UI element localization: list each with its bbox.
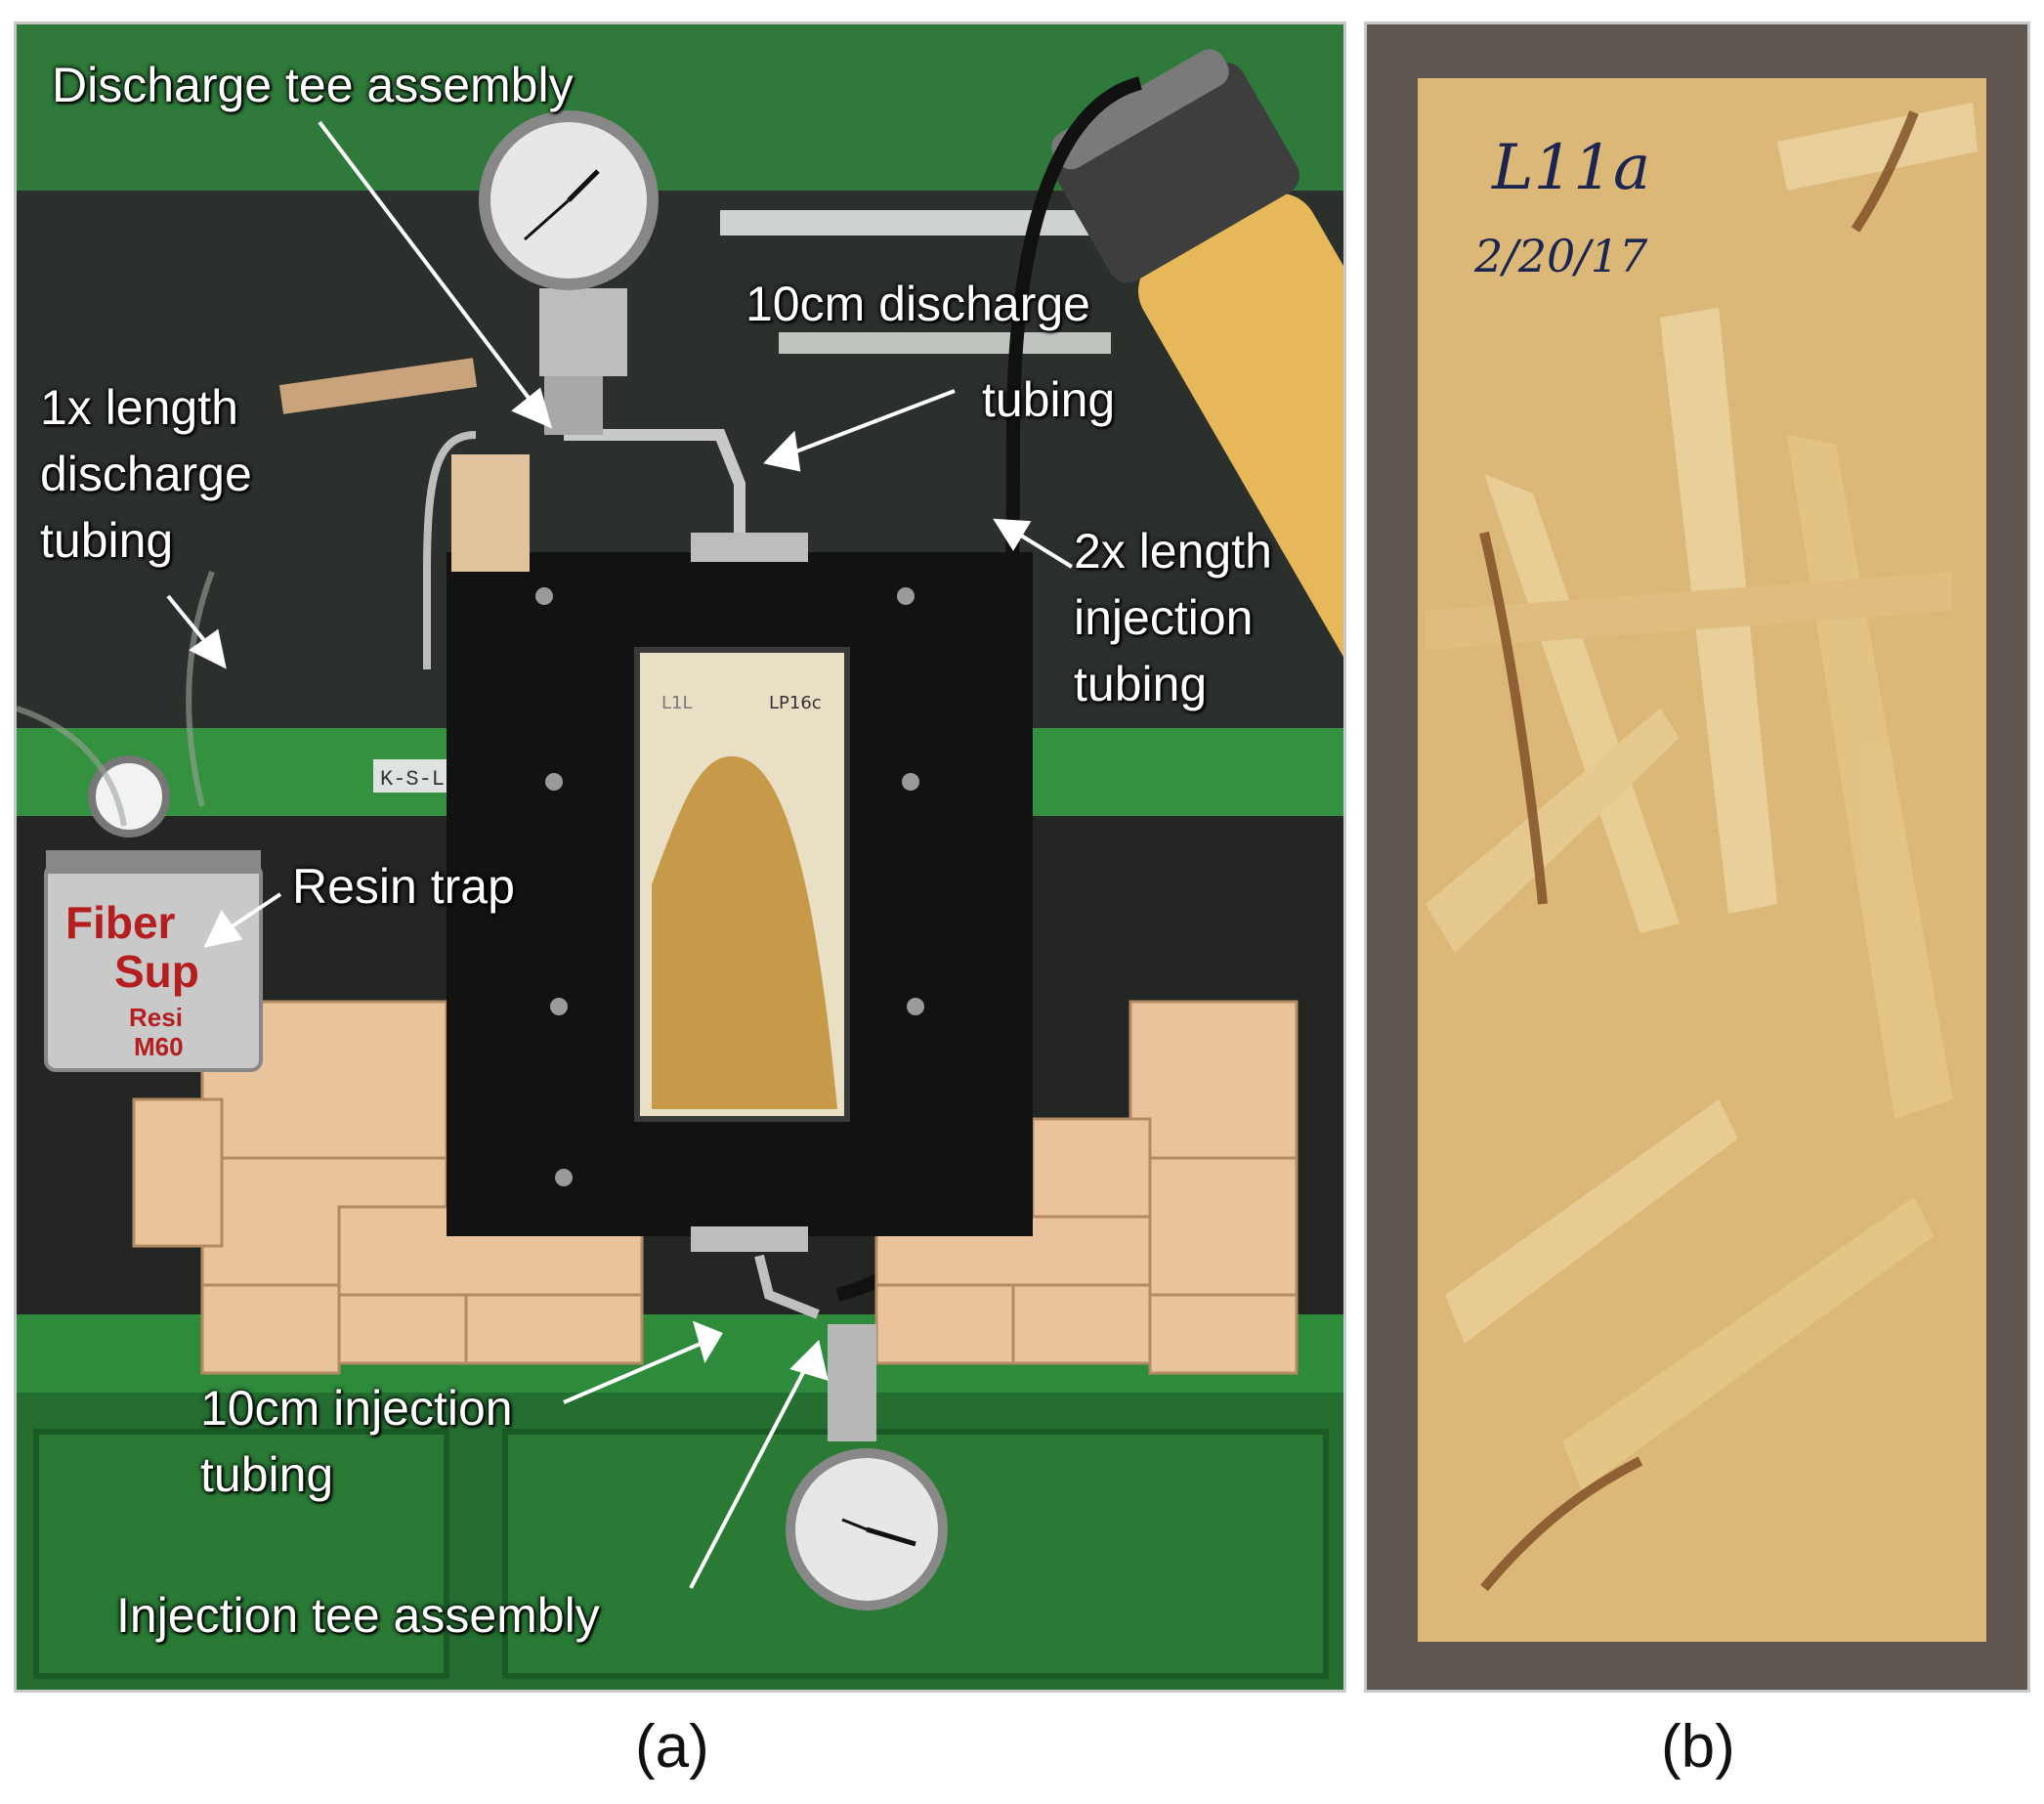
bench-tag <box>373 759 451 793</box>
resin-flow-front <box>652 755 837 1109</box>
label-10cm-discharge-tubing: tubing <box>982 372 1116 427</box>
trap-brand-text: Fiber <box>65 897 176 948</box>
apparatus-photo: Fiber Sup Resi M60 K-S-L L1L LP16c <box>17 24 1343 1690</box>
annotation-arrows <box>166 120 1074 1589</box>
filter-cartridge <box>1051 49 1343 788</box>
wood-strand-texture <box>1426 103 1978 1490</box>
label-resin-trap: Resin trap <box>292 859 515 914</box>
trap-model-text: Resi <box>129 1003 183 1032</box>
frame-bolts <box>535 587 924 1186</box>
sample-id-handwriting: L11a <box>1492 132 1651 204</box>
injection-pressure-gauge <box>786 1324 948 1611</box>
photo-panel-a: Fiber Sup Resi M60 K-S-L L1L LP16c <box>14 21 1346 1693</box>
discharge-tubing-1x <box>423 431 477 669</box>
photo-panel-b: L11a 2/20/17 <box>1364 21 2030 1693</box>
bench-tag-text: K-S-L <box>380 767 445 792</box>
label-10cm-injection-tubing: 10cm injection tubing <box>200 1381 513 1502</box>
trap-model-text-2: M60 <box>134 1032 184 1061</box>
discharge-pressure-gauge <box>479 110 659 435</box>
caption-a: (a) <box>635 1713 709 1781</box>
cured-panel-photo <box>1367 24 2027 1690</box>
sample-tag-right: LP16c <box>769 693 822 713</box>
caption-b: (b) <box>1661 1713 1735 1781</box>
label-10cm-discharge: 10cm discharge <box>745 277 1090 331</box>
label-injection-tee-assembly: Injection tee assembly <box>116 1588 600 1643</box>
sample-tag-left: L1L <box>661 693 693 713</box>
label-discharge-tee-assembly: Discharge tee assembly <box>52 58 574 112</box>
trap-brand-text-2: Sup <box>114 946 199 997</box>
label-2x-length-injection-tubing: 2x length injection tubing <box>1074 524 1272 711</box>
discharge-tubing-10cm <box>564 429 745 533</box>
label-1x-length-discharge-tubing: 1x length discharge tubing <box>40 380 252 568</box>
resin-trap-canister: Fiber Sup Resi M60 <box>44 755 263 1072</box>
sample-date-handwriting: 2/20/17 <box>1474 230 1648 282</box>
